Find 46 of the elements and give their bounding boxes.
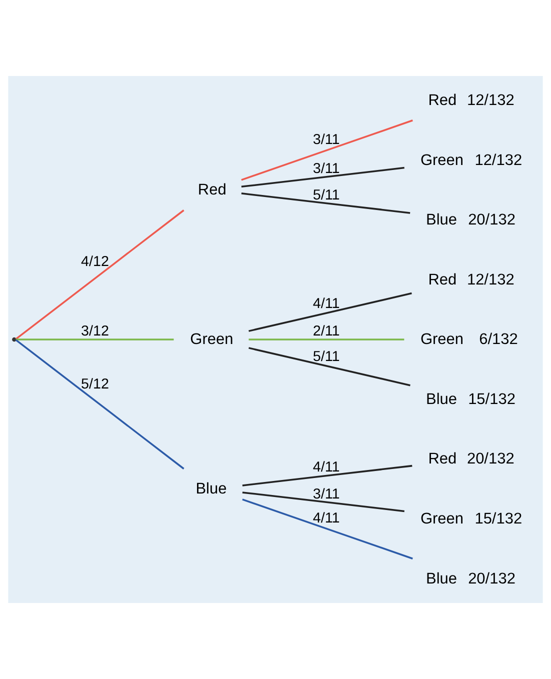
node-text: Blue	[426, 390, 458, 408]
connector	[242, 464, 412, 486]
connector	[16, 338, 174, 340]
connector	[15, 210, 184, 340]
node-text: Green	[420, 152, 464, 169]
edge-label: 3/11	[312, 160, 340, 177]
node-label: 20/132	[466, 450, 514, 468]
edge-label: 5/11	[312, 348, 340, 365]
node-text: Red	[428, 92, 457, 110]
node-text: Red	[428, 271, 457, 288]
connector	[248, 292, 412, 332]
edge-label: 4/11	[312, 296, 340, 312]
node-label: 6/132	[479, 331, 518, 348]
edge-label: 3/12	[80, 324, 109, 340]
connector	[241, 120, 413, 181]
node-label: 15/132	[474, 510, 522, 528]
node-label: 20/132	[468, 570, 516, 588]
connector	[242, 498, 413, 560]
node-label: 15/132	[468, 390, 516, 408]
node-label: 12/132	[466, 271, 514, 288]
node-text: Red	[198, 182, 226, 199]
node-text: Blue	[426, 212, 458, 229]
edge-label: 3/11	[312, 486, 340, 502]
node-label: 12/132	[466, 92, 514, 110]
node-text: Green	[420, 510, 464, 528]
node-text: Blue	[196, 480, 227, 498]
connector	[241, 166, 404, 188]
connector	[15, 339, 184, 470]
edge-label: 4/11	[312, 460, 340, 476]
node-point	[12, 337, 16, 342]
node-text: Red	[428, 450, 457, 468]
edge-label: 2/11	[312, 324, 340, 340]
connector	[248, 338, 404, 340]
node-label: 12/132	[474, 152, 522, 169]
edge-label: 4/12	[80, 254, 109, 270]
edge-label: 3/11	[312, 132, 340, 148]
node-label: 20/132	[468, 212, 516, 229]
edge-label: 5/12	[80, 376, 109, 393]
node-text: Blue	[426, 570, 458, 588]
edge-label: 5/11	[312, 187, 340, 204]
node-text: Green	[420, 331, 464, 348]
connector	[242, 492, 404, 512]
node-text: Green	[190, 331, 234, 348]
connector	[248, 347, 410, 386]
edge-label: 4/11	[312, 510, 340, 527]
connector	[241, 192, 410, 214]
